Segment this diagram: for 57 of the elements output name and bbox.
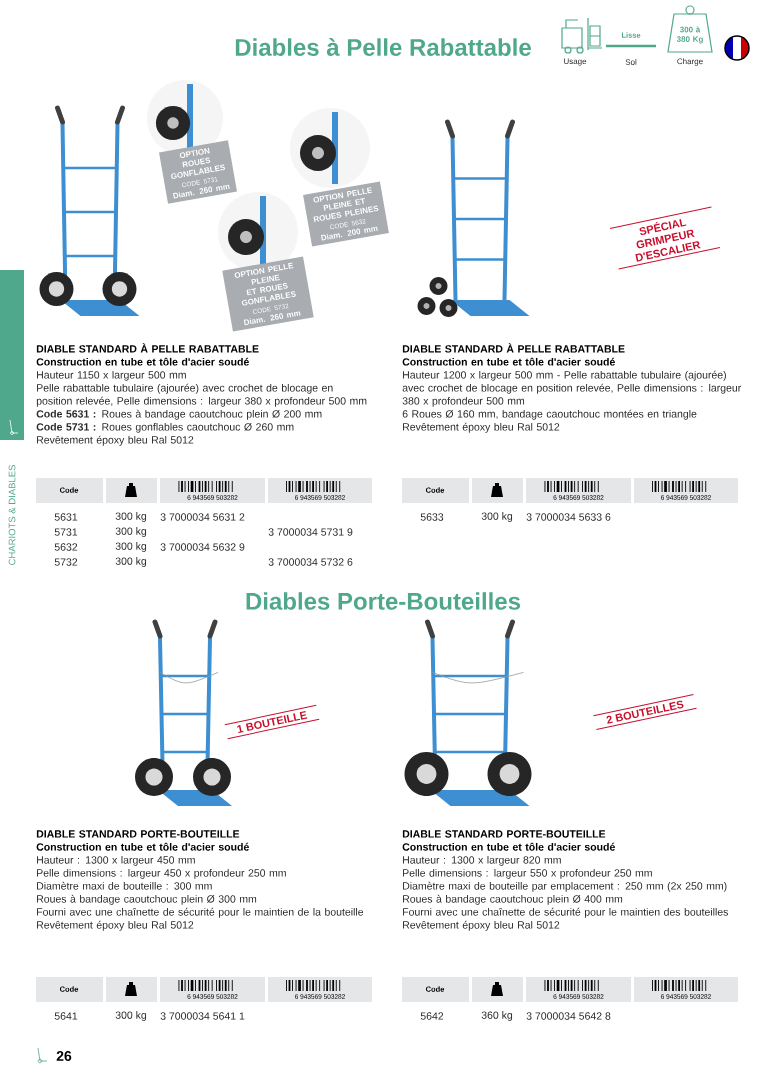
table-cell: 300 kg bbox=[115, 527, 147, 537]
product-description: Pelle dimensions : largeur 450 x profondeur 250 mm bbox=[37, 868, 286, 879]
product-description: Pelle dimensions : largeur 550 x profondeur 250 mm bbox=[403, 868, 652, 879]
table-cell: 5731 bbox=[54, 528, 78, 536]
product-title: DIABLE STANDARD PORTE-BOUTEILLE bbox=[402, 830, 606, 838]
table-cell: 5633 bbox=[420, 513, 444, 521]
product-subtitle: Construction en tube et tôle d'acier soudé bbox=[36, 357, 249, 366]
product-description: Fourni avec une chaînette de sécurité pour le maintien des bouteilles bbox=[403, 907, 728, 918]
table-cell: 360 kg bbox=[481, 1011, 513, 1021]
product-description: Diamètre maxi de bouteille : 300 mm bbox=[37, 881, 212, 890]
table-cell: 5732 bbox=[54, 558, 78, 566]
table-cell: 3 7000034 5642 8 bbox=[526, 1012, 611, 1020]
product-description: Roues à bandage caoutchouc plein Ø 400 mm bbox=[403, 894, 623, 905]
product-description: Hauteur 1150 x largeur 500 mm bbox=[37, 370, 186, 381]
product-subtitle: Construction en tube et tôle d'acier soudé bbox=[36, 842, 249, 851]
icon-caption: Sol bbox=[625, 59, 637, 65]
product-description: Revêtement époxy bleu Ral 5012 bbox=[403, 422, 560, 433]
product-description: Revêtement époxy bleu Ral 5012 bbox=[37, 920, 194, 931]
product-title: DIABLE STANDARD À PELLE RABATTABLE bbox=[402, 343, 625, 353]
load-label: 300 à 380 Kg bbox=[676, 26, 703, 44]
table-cell: 300 kg bbox=[481, 512, 513, 522]
product-description: Fourni avec une chaînette de sécurité pour le maintien de la bouteille bbox=[37, 907, 364, 918]
product-title: DIABLE STANDARD PORTE-BOUTEILLE bbox=[36, 830, 240, 838]
product-description: Revêtement époxy bleu Ral 5012 bbox=[403, 920, 560, 931]
table-cell: 300 kg bbox=[115, 542, 147, 552]
table-cell: 300 kg bbox=[115, 512, 147, 522]
product-description: Code 5631 : Roues à bandage caoutchouc plein Ø 200 mm bbox=[36, 409, 322, 420]
page-title: Diables à Pelle Rabattable bbox=[235, 38, 531, 56]
product-description: Code 5731 : Roues gonflables caoutchouc Ø 260 mm bbox=[36, 422, 294, 433]
product-description: Hauteur 1200 x largeur 500 mm - Pelle rabattable tubulaire (ajourée) avec crochet de blocage en position relevée, Pelle dimensions : largeur 380 x profondeur 500 mm bbox=[402, 370, 742, 407]
product-description: Hauteur : 1300 x largeur 450 mm bbox=[37, 855, 195, 866]
table-cell: 5641 bbox=[54, 1012, 78, 1020]
side-tab-label: CHARIOTS & DIABLES bbox=[8, 465, 16, 565]
page-number: 26 bbox=[56, 1051, 72, 1061]
table-cell: 5631 bbox=[54, 513, 78, 521]
table-cell: 300 kg bbox=[115, 1011, 147, 1021]
icon-caption: Usage bbox=[564, 58, 587, 66]
icon-caption: Charge bbox=[677, 58, 703, 66]
table-cell: 5632 bbox=[54, 543, 78, 551]
section-heading: Diables Porte-Bouteilles bbox=[246, 592, 520, 610]
table-cell: 3 7000034 5631 2 bbox=[160, 513, 245, 521]
table-cell: 3 7000034 5641 1 bbox=[160, 1012, 245, 1020]
product-description: 6 Roues Ø 160 mm, bandage caoutchouc montées en triangle bbox=[402, 409, 697, 420]
product-title: DIABLE STANDARD À PELLE RABATTABLE bbox=[36, 343, 259, 353]
product-description: Roues à bandage caoutchouc plein Ø 300 mm bbox=[37, 894, 257, 905]
product-description: Diamètre maxi de bouteille par emplacement : 250 mm (2x 250 mm) bbox=[403, 881, 727, 892]
table-cell: 3 7000034 5633 6 bbox=[526, 513, 611, 521]
product-description: Hauteur : 1300 x largeur 820 mm bbox=[403, 855, 561, 866]
product-description: Pelle rabattable tubulaire (ajourée) avec crochet de blocage en position relevée, Pelle dimensions : largeur 380 x profondeur 500 mm bbox=[36, 383, 367, 407]
table-cell: 3 7000034 5732 6 bbox=[268, 558, 353, 566]
product-description: Revêtement époxy bleu Ral 5012 bbox=[37, 435, 194, 446]
table-cell: 3 7000034 5632 9 bbox=[160, 543, 245, 551]
product-subtitle: Construction en tube et tôle d'acier soudé bbox=[402, 842, 615, 851]
table-cell: 3 7000034 5731 9 bbox=[268, 528, 353, 536]
product-subtitle: Construction en tube et tôle d'acier soudé bbox=[402, 357, 615, 366]
table-cell: 5642 bbox=[420, 1012, 444, 1020]
table-cell: 300 kg bbox=[115, 557, 147, 567]
